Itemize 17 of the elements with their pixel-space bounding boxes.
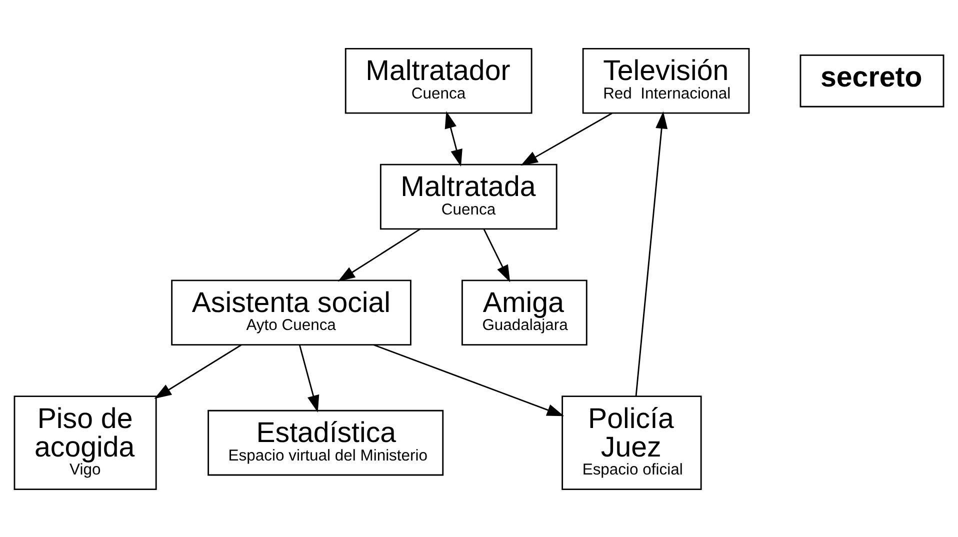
node-box: Asistenta social Ayto Cuenca (171, 279, 412, 346)
node-box: Amiga Guadalajara (461, 279, 588, 346)
node-box: Policía Juez Espacio oficial (562, 395, 702, 490)
node-box: Piso de acogida Vigo (14, 395, 157, 490)
arrow (338, 228, 421, 282)
node-box: Maltratada Cuenca (380, 163, 558, 230)
arrow (154, 344, 242, 398)
node-box: Televisión Red Internacional (582, 48, 750, 114)
arrow (520, 112, 612, 166)
node-box: secreto (800, 54, 944, 107)
arrow (373, 344, 564, 416)
arrow (298, 344, 320, 412)
arrow (635, 110, 668, 396)
arrow (483, 228, 510, 282)
node-box: Maltratador Cuenca (344, 48, 532, 114)
node-box: Estadística Espacio virtual del Ministerio (208, 409, 444, 476)
arrow (444, 110, 462, 166)
